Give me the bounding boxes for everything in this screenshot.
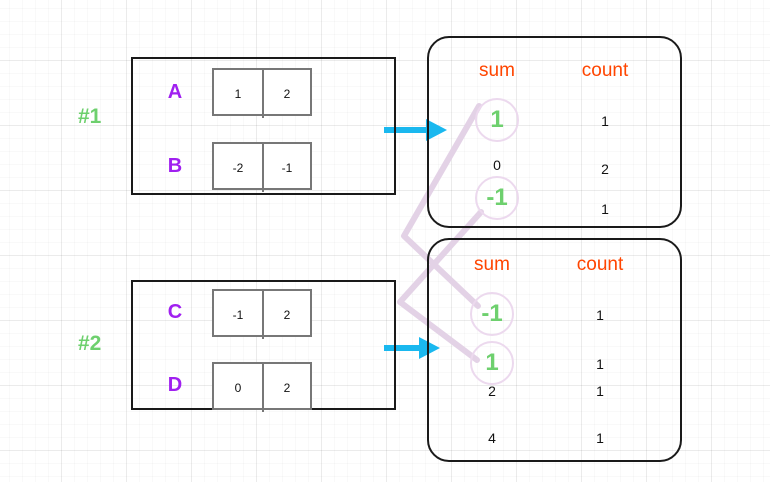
panel2-sum-value-1: 1 bbox=[470, 341, 514, 385]
panel2-count-value-2: 1 bbox=[596, 383, 604, 399]
result-panel-2 bbox=[427, 238, 682, 462]
cell-b-1: -1 bbox=[261, 144, 310, 192]
result-panel-1 bbox=[427, 36, 682, 228]
cell-a-1: 2 bbox=[261, 70, 310, 118]
row-cells-a: 1 2 bbox=[212, 68, 312, 118]
panel2-header-count: count bbox=[576, 254, 624, 275]
panel1-header-sum: sum bbox=[479, 60, 515, 81]
panel2-sum-value-0: -1 bbox=[470, 292, 514, 336]
panel2-header-sum: sum bbox=[474, 254, 510, 275]
cell-c-1: 2 bbox=[261, 291, 310, 339]
panel1-count-value-1: 2 bbox=[601, 161, 609, 177]
cell-c-0: -1 bbox=[232, 308, 244, 322]
group-box-1 bbox=[131, 57, 396, 195]
cell-b-0: -2 bbox=[232, 161, 244, 175]
row-label-a: A bbox=[167, 81, 183, 103]
row-cells-d: 0 2 bbox=[212, 362, 312, 412]
row-cells-b: -2 -1 bbox=[212, 142, 312, 192]
panel1-sum-value-2: -1 bbox=[475, 176, 519, 220]
row-label-c: C bbox=[167, 301, 183, 323]
row-label-b: B bbox=[167, 155, 183, 177]
panel1-count-value-2: 1 bbox=[601, 201, 609, 217]
panel1-sum-value-0: 1 bbox=[475, 98, 519, 142]
panel2-sum-value-3: 4 bbox=[488, 430, 496, 446]
group-label-2: #2 bbox=[78, 332, 102, 355]
row-cells-c: -1 2 bbox=[212, 289, 312, 339]
row-label-d: D bbox=[167, 374, 183, 396]
panel1-count-value-0: 1 bbox=[601, 113, 609, 129]
panel2-count-value-0: 1 bbox=[596, 307, 604, 323]
panel1-sum-value-1: 0 bbox=[493, 157, 501, 173]
panel1-header-count: count bbox=[581, 60, 629, 81]
panel2-count-value-1: 1 bbox=[596, 356, 604, 372]
cell-a-0: 1 bbox=[234, 87, 242, 101]
panel2-sum-value-2: 2 bbox=[488, 383, 496, 399]
panel2-count-value-3: 1 bbox=[596, 430, 604, 446]
group-label-1: #1 bbox=[78, 105, 102, 128]
cell-d-0: 0 bbox=[234, 381, 242, 395]
cell-d-1: 2 bbox=[261, 364, 310, 412]
